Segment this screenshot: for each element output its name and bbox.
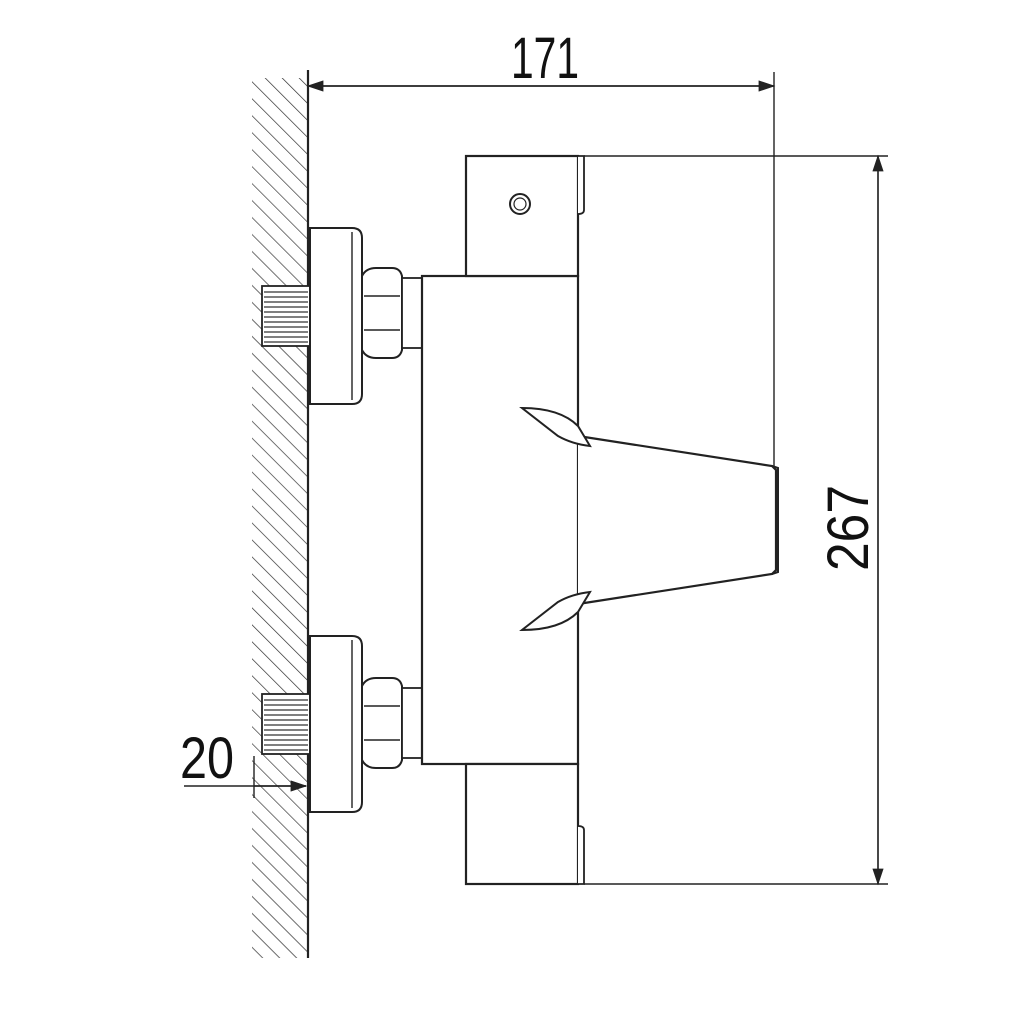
wall [252, 70, 310, 958]
wall-offset-label: 20 [180, 726, 234, 791]
upper-flange [309, 227, 363, 405]
overall-height-label: 267 [816, 485, 881, 571]
spout-lower-curve [519, 590, 592, 632]
top-handle [464, 154, 585, 278]
mixer-body [420, 274, 580, 766]
spout-upper-curve [519, 406, 592, 448]
handle-indicator-dot [509, 193, 531, 215]
spout [519, 406, 779, 632]
overall-depth-label: 171 [511, 26, 579, 91]
upper-threaded-inlet [261, 285, 311, 347]
upper-hex-nut [361, 267, 423, 359]
wall-hatching [252, 78, 308, 958]
dimension-overall-depth: 171 [306, 26, 776, 466]
lower-hex-nut [361, 677, 423, 769]
bottom-handle [464, 762, 585, 886]
dimension-overall-height: 267 [584, 154, 888, 886]
dimension-wall-offset: 20 [180, 726, 308, 798]
lower-threaded-inlet [261, 693, 311, 755]
lower-flange [309, 635, 363, 813]
